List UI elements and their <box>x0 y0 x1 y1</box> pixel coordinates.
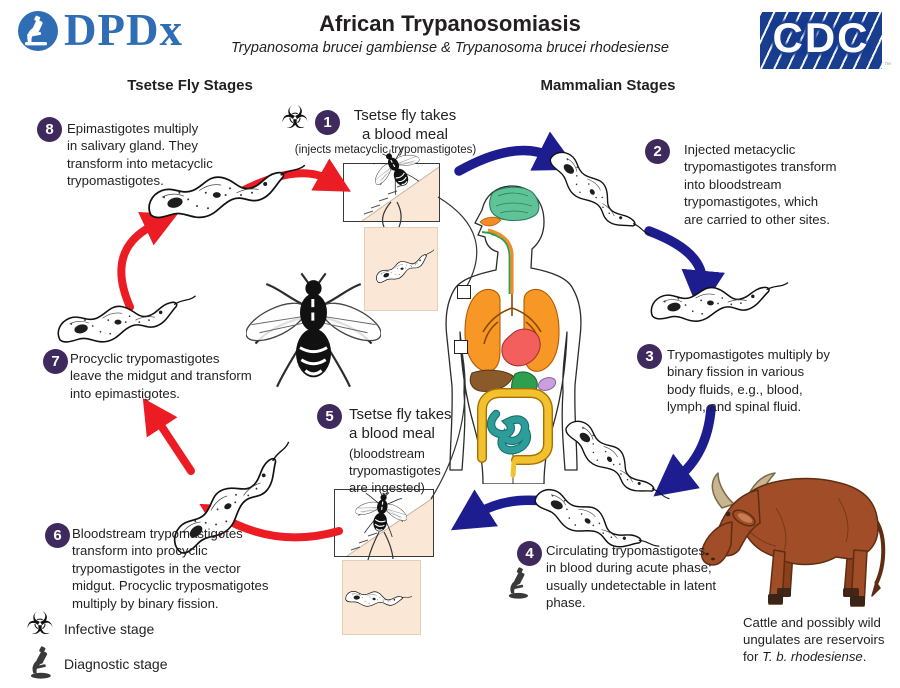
cattle-caption-text: Cattle and possibly wild ungulates are r… <box>743 615 885 665</box>
page-subtitle: Trypanosoma brucei gambiense & Trypanoso… <box>231 40 669 56</box>
dpdx-logo: DPDx <box>16 8 183 53</box>
cdc-trademark: ™ <box>884 62 891 69</box>
legend-biohazard-icon: ☣ <box>26 606 54 641</box>
step-1-number: 1 <box>315 110 340 135</box>
trypanosome-step2 <box>547 135 651 259</box>
step-1-text: Tsetse fly takes a blood meal <box>353 107 457 144</box>
legend-infective-stage-label: Infective stage <box>64 621 155 637</box>
cdc-logo-text: CDC <box>772 14 870 61</box>
body-marker-square-1 <box>457 285 471 299</box>
cattle-illustration <box>700 472 886 607</box>
dpdx-microscope-icon <box>18 10 58 51</box>
arrow-step8-to-step1 <box>236 158 351 196</box>
arrow-step3-to-step4 <box>653 404 716 497</box>
step-3-number: 3 <box>637 344 662 369</box>
cdc-logo-stripes <box>760 12 882 69</box>
arrow-step2-to-step3 <box>644 226 725 313</box>
legend-microscope-icon <box>26 646 59 679</box>
step-5-text: Tsetse fly takes a blood meal <box>349 406 452 443</box>
cattle-caption-period: . <box>862 649 867 665</box>
step-2-number: 2 <box>645 139 670 164</box>
human-body-illustration <box>445 185 582 484</box>
microscope-icon <box>504 567 536 599</box>
inset-connector-lines <box>367 196 478 561</box>
cdc-logo: CDC <box>760 12 882 69</box>
step-5-number: 5 <box>317 404 342 429</box>
trypanosome-inset-step1 <box>372 249 439 284</box>
legend-diagnostic-stage-label: Diagnostic stage <box>64 656 168 672</box>
step-4-number: 4 <box>517 541 542 566</box>
cattle-caption: Cattle and possibly wild ungulates are r… <box>743 614 900 665</box>
step-4-text: Circulating trypomastigotes in blood dur… <box>546 543 717 611</box>
step-3-text: Trypomastigotes multiply by binary fissi… <box>667 347 830 415</box>
step-6-number: 6 <box>45 523 70 548</box>
arrow-step7-to-step8 <box>117 211 178 311</box>
dpdx-logo-text: DPDx <box>64 5 183 55</box>
section-header-tsetse-fly-stages: Tsetse Fly Stages <box>127 77 253 94</box>
step-8-text: Epimastigotes multiply in salivary gland… <box>67 121 213 189</box>
step-7-text: Procyclic trypomastigotes leave the midg… <box>70 351 252 401</box>
trypanosome-inset-step5 <box>344 579 413 618</box>
arrow-step6-to-step7 <box>142 397 195 475</box>
arrow-step1-to-step2 <box>454 131 578 176</box>
trypanosome-step4a <box>562 403 671 525</box>
step-5-subtext: (bloodstream trypomastigotes are ingeste… <box>349 446 441 495</box>
step-8-number: 8 <box>37 117 62 142</box>
step-1-subtext: (injects metacyclic trypomastigotes) <box>294 144 477 156</box>
step-7-number: 7 <box>43 349 68 374</box>
inset-fly-bite-step1 <box>343 163 440 222</box>
section-header-mammalian-stages: Mammalian Stages <box>540 77 676 94</box>
step-6-text: Bloodstream trypomastigotes transform in… <box>72 526 269 611</box>
trypanosome-step3 <box>650 272 789 329</box>
page-title: African Trypanosomiasis <box>319 11 581 36</box>
biohazard-icon: ☣ <box>281 100 309 135</box>
cattle-caption-species: T. b. rhodesiense <box>762 649 863 665</box>
step-2-text: Injected metacyclic trypomastigotes tran… <box>684 142 837 227</box>
body-marker-square-2 <box>454 340 468 354</box>
